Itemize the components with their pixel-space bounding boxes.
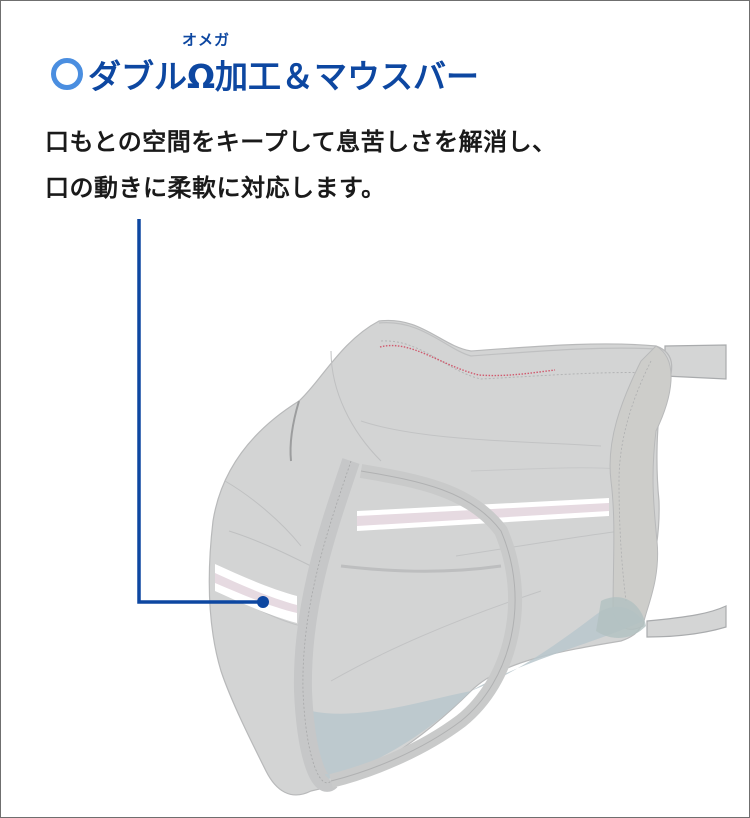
mask-body xyxy=(208,319,673,796)
title-ruby: オメガ xyxy=(182,31,231,49)
omega-stripe-left xyxy=(215,564,297,623)
mouth-bar-loop xyxy=(293,458,523,792)
description-line-2: 口の動きに柔軟に対応します。 xyxy=(45,174,386,202)
description-line-1: 口もとの空間をキープして息苦しさを解消し、 xyxy=(45,128,557,156)
callout-pointer xyxy=(137,219,269,608)
ear-loop-bottom-right xyxy=(646,605,727,638)
ear-loop-top-right xyxy=(664,344,727,380)
ring-bullet-icon xyxy=(51,58,83,90)
callout-dot-icon xyxy=(257,596,269,608)
feature-title: ダブルΩ加工＆マウスバー xyxy=(51,51,479,97)
feature-description: 口もとの空間をキープして息苦しさを解消し、 口の動きに柔軟に対応します。 xyxy=(45,119,557,211)
feature-title-text: ダブルΩ加工＆マウスバー xyxy=(88,57,480,96)
